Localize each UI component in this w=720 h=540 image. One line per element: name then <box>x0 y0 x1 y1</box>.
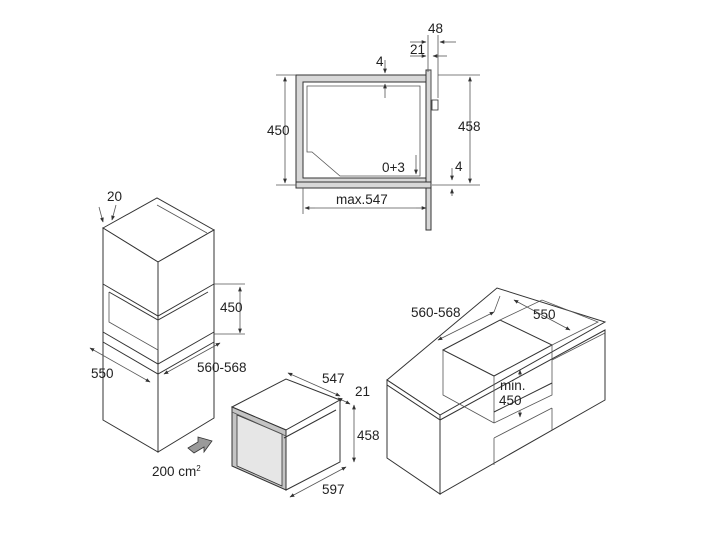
section-view: 48 21 4 450 458 0+3 4 max.547 <box>267 21 481 231</box>
shelf-section <box>295 181 432 189</box>
oven-dim-547: 547 <box>322 371 345 386</box>
base-dim-550: 550 <box>533 307 556 322</box>
section-dim-4-top: 4 <box>376 54 384 69</box>
handle-section <box>431 99 439 111</box>
section-dim-48: 48 <box>428 21 443 36</box>
section-dim-max547: max.547 <box>336 192 388 207</box>
section-dim-458: 458 <box>458 119 481 134</box>
tall-dim-550: 550 <box>91 366 114 381</box>
oven-dim-458: 458 <box>357 428 380 443</box>
niche-wall <box>295 74 429 186</box>
tall-dim-20: 20 <box>107 189 122 204</box>
base-dim-450: 450 <box>499 393 522 408</box>
front-panel <box>425 69 432 231</box>
section-dim-0-3: 0+3 <box>382 160 405 175</box>
tall-dim-560-568: 560-568 <box>197 360 247 375</box>
tall-cabinet: 20 450 550 560-568 200 cm2 <box>89 189 247 479</box>
base-dim-560-568: 560-568 <box>411 305 461 320</box>
oven-section-outline <box>306 85 421 177</box>
base-cabinet: 560-568 550 min. 450 <box>386 287 607 495</box>
oven-dim-21: 21 <box>355 384 370 399</box>
tall-dim-450: 450 <box>220 300 243 315</box>
section-dim-450: 450 <box>267 123 290 138</box>
section-dim-21: 21 <box>410 42 425 57</box>
base-dim-min-label: min. <box>500 378 526 393</box>
oven-dim-597: 597 <box>322 482 345 497</box>
airflow-label: 200 cm2 <box>152 464 201 479</box>
section-dim-4-bottom: 4 <box>455 159 463 174</box>
oven-unit: 547 21 458 597 <box>230 371 380 498</box>
airflow-arrow <box>187 436 213 454</box>
